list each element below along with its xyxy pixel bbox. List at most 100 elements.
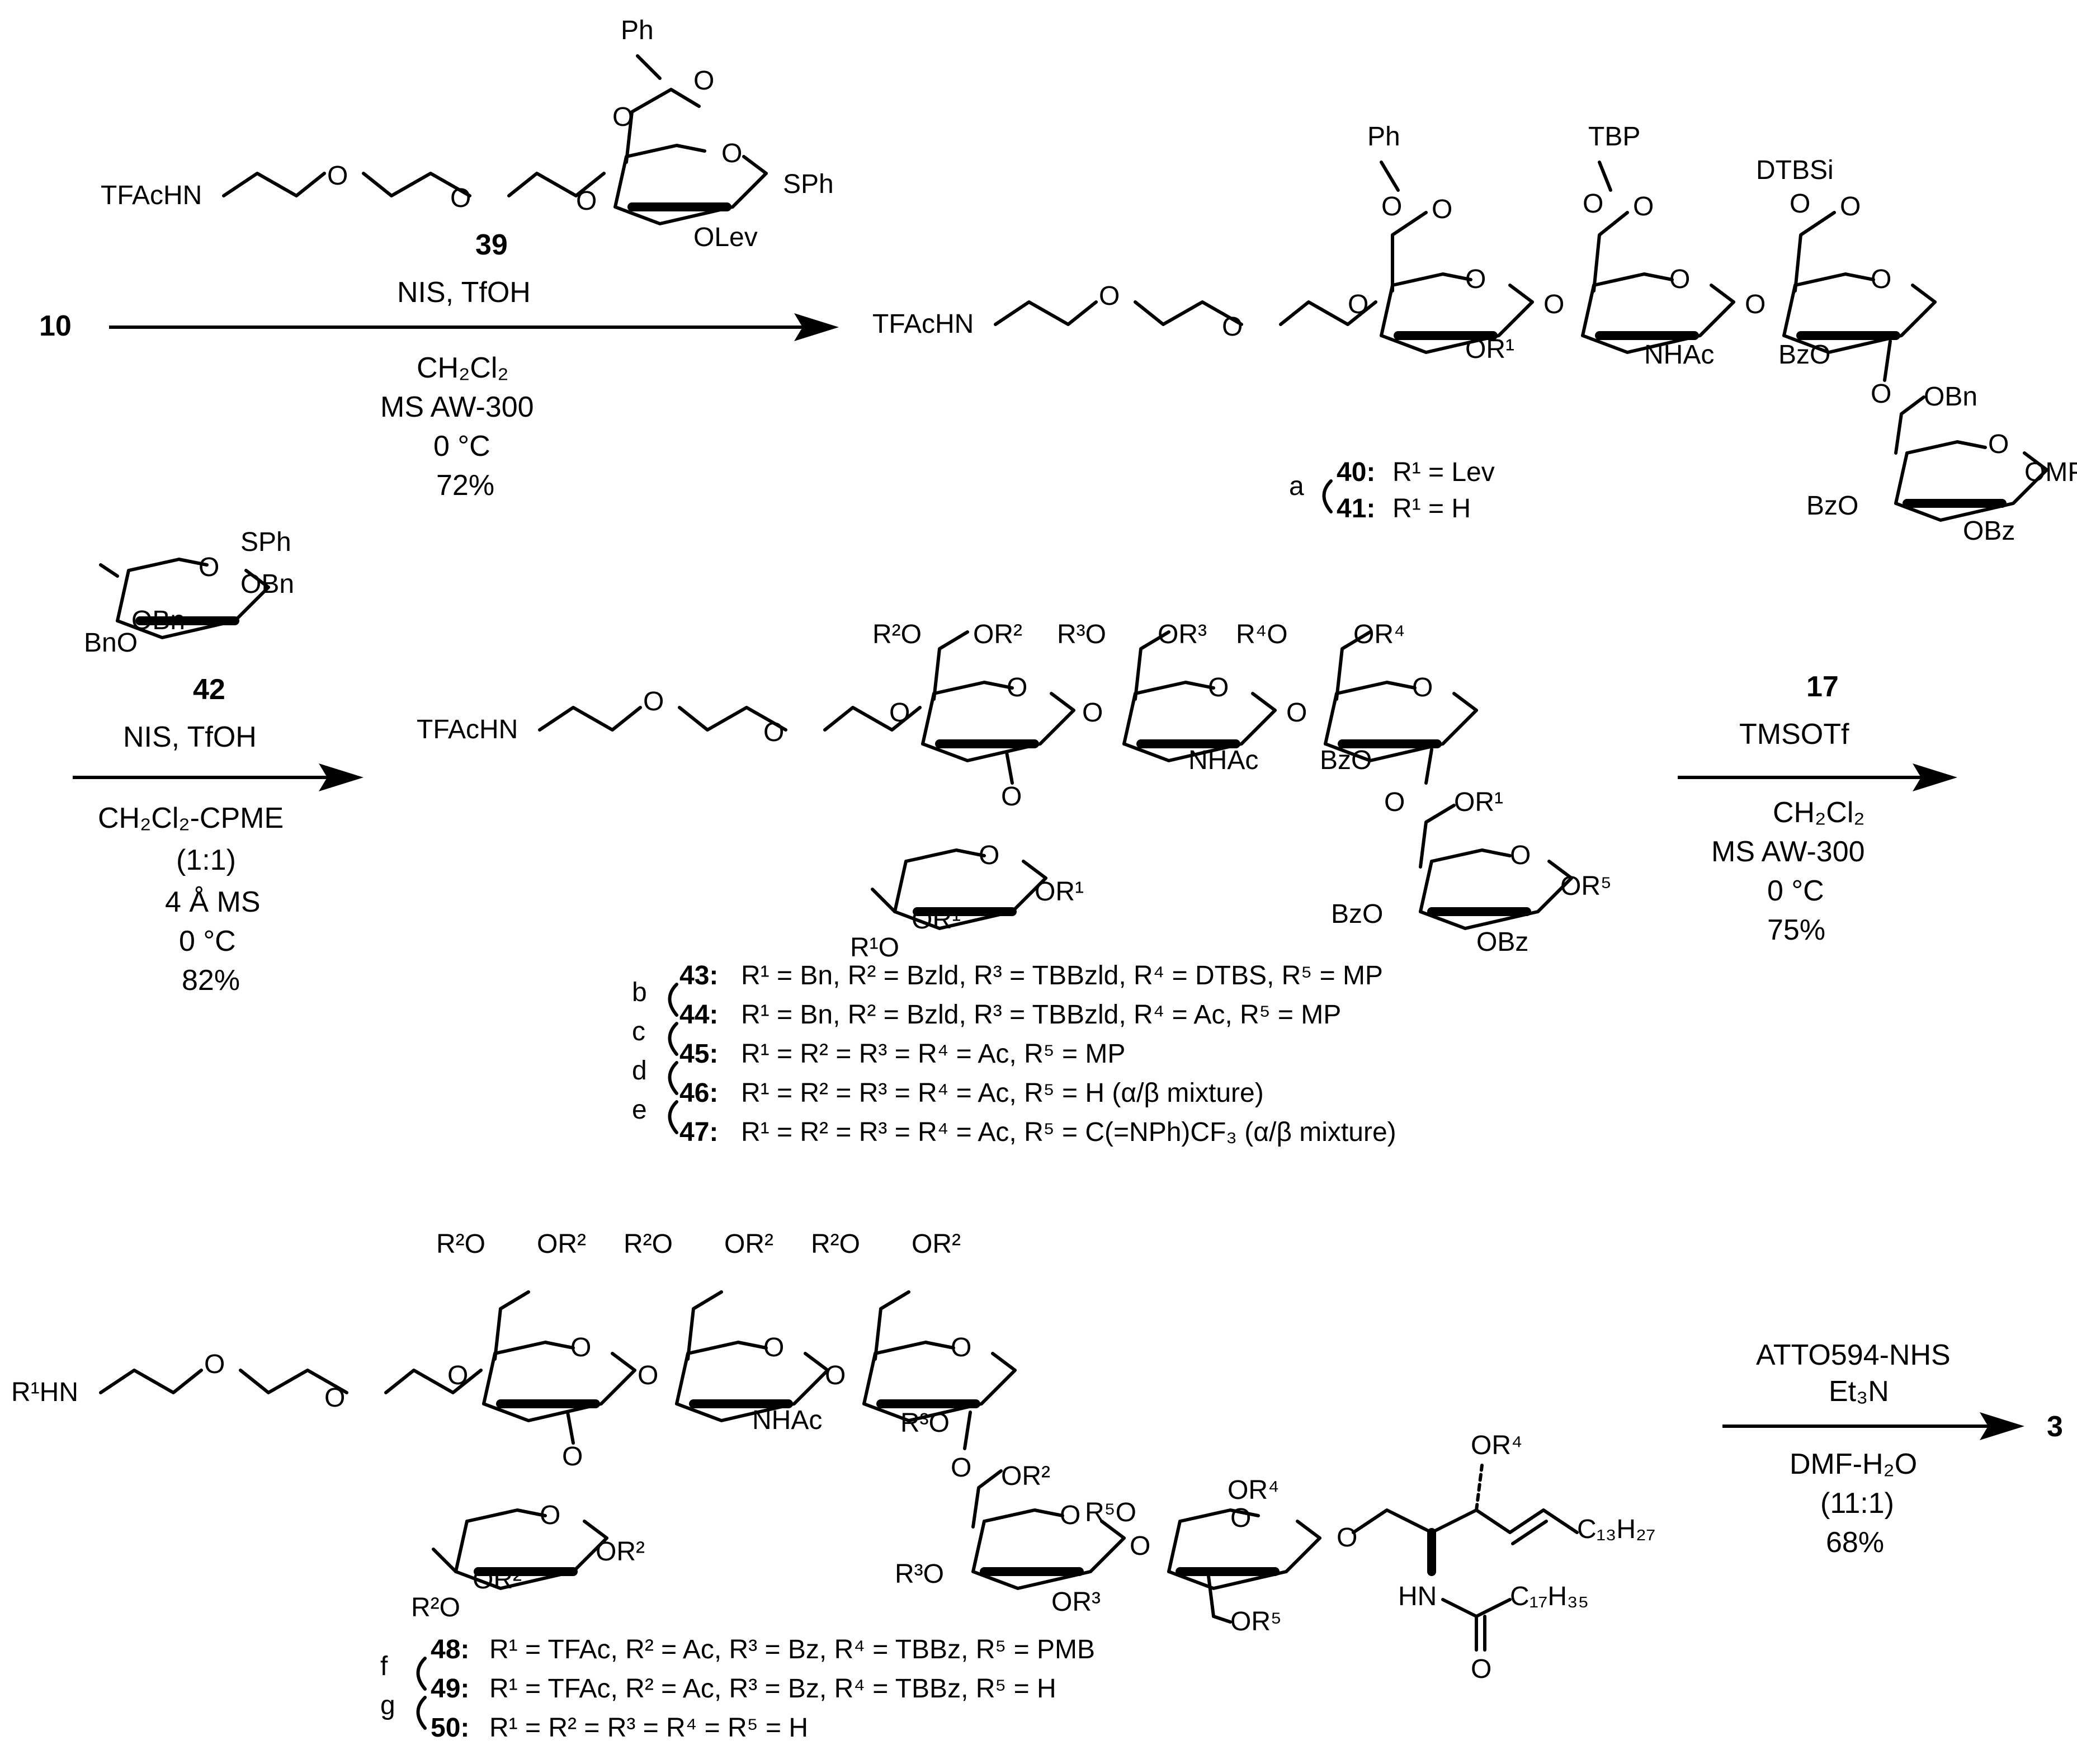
- step-letter: f: [380, 1652, 388, 1681]
- tfachn-label: TFAcHN: [101, 181, 202, 210]
- r1o-label: R¹O: [850, 933, 899, 963]
- o-label: O: [1230, 1503, 1251, 1533]
- step-letter: b: [632, 978, 647, 1007]
- step4-yield: 68%: [1826, 1526, 1884, 1559]
- o-label: O: [612, 102, 633, 132]
- tfachn-label: TFAcHN: [417, 715, 518, 744]
- step4-solvent: DMF-H₂O: [1790, 1448, 1917, 1480]
- step3-solvent: CH₂Cl₂: [1773, 796, 1865, 829]
- o-label: O: [1337, 1523, 1357, 1553]
- or2-label: OR²: [973, 620, 1022, 649]
- r1hn-label: R¹HN: [11, 1378, 78, 1407]
- donor-42: O SPh OBn OBn BnO: [84, 527, 294, 658]
- compound-number: 48:: [431, 1635, 469, 1664]
- sph-label: SPh: [783, 169, 834, 199]
- o-label: O: [1381, 192, 1402, 221]
- hn-label: HN: [1398, 1582, 1437, 1611]
- o-label: O: [951, 1453, 971, 1483]
- compound-number: 45:: [679, 1039, 718, 1069]
- obz-label: OBz: [1476, 927, 1528, 957]
- step3-sieves: MS AW-300: [1711, 836, 1865, 868]
- o-label: O: [447, 1361, 468, 1390]
- tbp-label: TBP: [1588, 122, 1640, 152]
- step-letter: e: [632, 1095, 647, 1125]
- o-label: O: [1130, 1531, 1150, 1561]
- compound-number: 50:: [431, 1713, 469, 1743]
- nhac-label: NHAc: [752, 1405, 822, 1435]
- r2o-label: R²O: [872, 620, 922, 649]
- compound-def: R¹ = Bn, R² = Bzld, R³ = TBBzld, R⁴ = DT…: [741, 961, 1383, 991]
- o-label: O: [643, 687, 664, 716]
- step1-reagent: NIS, TfOH: [397, 276, 531, 309]
- o-label: O: [763, 1333, 784, 1362]
- compound-number: 41:: [1337, 494, 1375, 523]
- obz-label: OBz: [1963, 516, 2015, 546]
- bno-label: BnO: [84, 628, 138, 658]
- or4-label: OR⁴: [1228, 1475, 1280, 1505]
- o-label: O: [638, 1361, 658, 1390]
- or2-label: OR²: [596, 1537, 645, 1567]
- o-label: O: [979, 841, 999, 870]
- step4-reagent: ATTO594-NHS: [1756, 1339, 1951, 1371]
- compound-def: R¹ = Lev: [1392, 457, 1495, 487]
- o-label: O: [1840, 192, 1861, 221]
- o-label: O: [825, 1361, 846, 1390]
- r3o-label: R³O: [900, 1408, 950, 1438]
- or2-label: OR²: [537, 1229, 586, 1259]
- ph-label: Ph: [621, 16, 654, 45]
- c17h35-label: C₁₇H₃₅: [1510, 1582, 1589, 1611]
- c13h27-label: C₁₃H₂₇: [1577, 1515, 1655, 1544]
- o-label: O: [327, 161, 348, 191]
- r4o-label: R⁴O: [1236, 620, 1288, 649]
- compound-def: R¹ = Bn, R² = Bzld, R³ = TBBzld, R⁴ = Ac…: [741, 1000, 1341, 1030]
- dtbsi-label: DTBSi: [1756, 155, 1834, 185]
- r3o-label: R³O: [895, 1559, 944, 1589]
- product-3: 3: [2047, 1411, 2063, 1443]
- o-label: O: [763, 718, 784, 747]
- or5-label: OR⁵: [1560, 871, 1612, 901]
- step1-sieves: MS AW-300: [380, 391, 534, 423]
- o-label: O: [1669, 265, 1690, 294]
- step2-yield: 82%: [182, 964, 240, 997]
- compound-list-48: f 48: R¹ = TFAc, R² = Ac, R³ = Bz, R⁴ = …: [380, 1635, 1095, 1743]
- o-label: O: [1988, 430, 2009, 459]
- r2o-label: R²O: [624, 1229, 673, 1259]
- o-label: O: [576, 186, 597, 216]
- compound-number: 44:: [679, 1000, 718, 1030]
- compound-17-label: 17: [1806, 671, 1839, 703]
- pentasaccharide-43: TFAcHN O O O R²O OR² O O O OR¹ OR¹ R¹O O…: [417, 620, 1612, 963]
- compound-number: 46:: [679, 1078, 718, 1108]
- o-label: O: [1790, 189, 1810, 219]
- step-letter: c: [632, 1017, 645, 1046]
- r2o-label: R²O: [436, 1229, 485, 1259]
- step4-base: Et₃N: [1829, 1375, 1889, 1408]
- o-label: O: [889, 698, 910, 728]
- o-label: O: [693, 66, 714, 96]
- r3o-label: R³O: [1057, 620, 1106, 649]
- o-label: O: [1348, 290, 1368, 319]
- o-label: O: [1471, 1654, 1491, 1684]
- step3-temp: 0 °C: [1767, 875, 1824, 907]
- step3-reagent: TMSOTf: [1739, 718, 1849, 751]
- nhac-label: NHAc: [1188, 746, 1258, 775]
- start-material-10: 10: [39, 310, 72, 342]
- step1-solvent: CH₂Cl₂: [417, 352, 509, 384]
- step-letter: g: [380, 1691, 395, 1720]
- o-label: O: [1001, 782, 1022, 812]
- bzo-label: BzO: [1320, 746, 1372, 775]
- compound-list-43: b 43: R¹ = Bn, R² = Bzld, R³ = TBBzld, R…: [632, 961, 1396, 1147]
- compound-number: 47:: [679, 1117, 718, 1147]
- step2-sieves: 4 Å MS: [165, 886, 261, 918]
- step2-reagent: NIS, TfOH: [123, 721, 257, 753]
- compound-42-label: 42: [193, 673, 225, 706]
- step-letter: a: [1289, 471, 1304, 501]
- or3-label: OR³: [1051, 1587, 1101, 1617]
- omp-label: OMP: [2024, 457, 2077, 487]
- o-label: O: [721, 139, 742, 168]
- step-letter: d: [632, 1056, 647, 1086]
- o-label: O: [540, 1501, 560, 1530]
- r2o-label: R²O: [411, 1593, 460, 1622]
- tetrasaccharide-40: TFAcHN O O O O O Ph O OR¹ O O O TBP O NH…: [872, 122, 2077, 546]
- obn-label: OBn: [1924, 382, 1977, 412]
- or4-label: OR⁴: [1471, 1431, 1523, 1460]
